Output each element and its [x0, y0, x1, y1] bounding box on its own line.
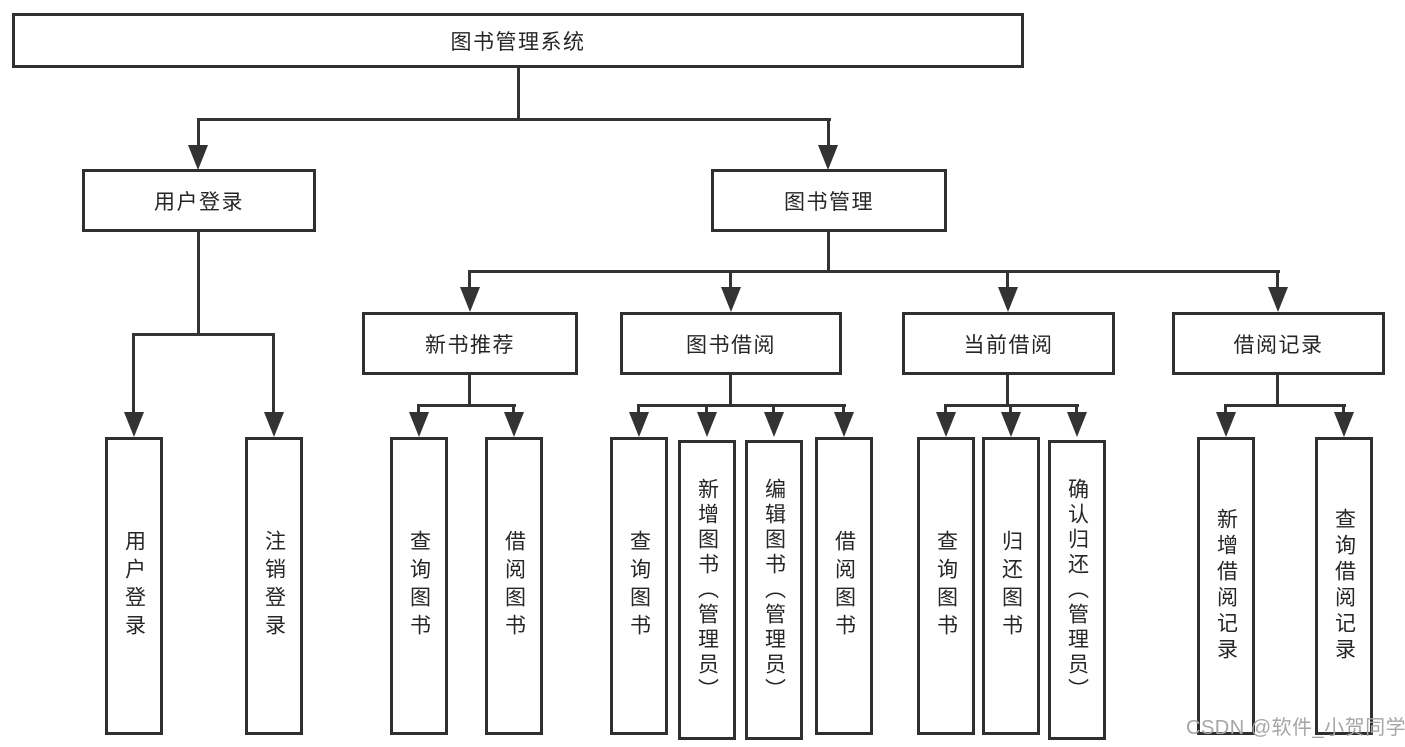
connector-newbook-stem: [468, 375, 471, 407]
node-book-management: 图书管理: [711, 169, 947, 232]
node-label: 新书推荐: [425, 333, 515, 357]
connector-userlogin-stem: [197, 232, 200, 336]
connector-drop: [705, 404, 708, 414]
leaf-borrow-books: 借阅图书: [815, 437, 873, 735]
connector-currentborrow-stem: [1006, 375, 1009, 407]
node-label: 图书管理系统: [450, 30, 586, 54]
leaf-query-borrow-record: 查询借阅记录: [1315, 437, 1373, 735]
node-label: 查询图书: [934, 530, 958, 642]
leaf-user-login: 用户登录: [105, 437, 163, 735]
arrowhead-user-login: [188, 145, 208, 170]
arrowhead: [504, 412, 524, 437]
arrowhead-login-leaf: [124, 412, 144, 437]
arrowhead-logout-leaf: [264, 412, 284, 437]
connector-drop-borrow-records: [1276, 270, 1279, 288]
node-label: 归还图书: [999, 530, 1023, 642]
node-label: 借阅图书: [832, 530, 856, 642]
node-label: 注销登录: [262, 530, 286, 642]
connector-drop-login-leaf: [132, 333, 135, 413]
node-label: 借阅记录: [1233, 333, 1324, 357]
connector-drop: [842, 404, 845, 414]
connector-root-branch: [197, 118, 831, 121]
connector-bookborrow-stem: [729, 375, 732, 407]
leaf-query-books-borrow: 查询图书: [610, 437, 668, 735]
connector-drop: [417, 404, 420, 414]
arrowhead: [764, 412, 784, 437]
arrowhead: [697, 412, 717, 437]
arrowhead-borrow-records: [1268, 287, 1288, 312]
leaf-query-books-current: 查询图书: [917, 437, 975, 735]
connector-bookborrow-branch: [637, 404, 846, 407]
arrowhead: [409, 412, 429, 437]
connector-drop: [637, 404, 640, 414]
node-book-borrow: 图书借阅: [620, 312, 842, 375]
leaf-query-books-recommend: 查询图书: [390, 437, 448, 735]
leaf-return-books: 归还图书: [982, 437, 1040, 735]
connector-drop: [1224, 404, 1227, 414]
connector-drop: [772, 404, 775, 414]
arrowhead: [834, 412, 854, 437]
node-label: 借阅图书: [502, 530, 526, 642]
leaf-add-borrow-record: 新增借阅记录: [1197, 437, 1255, 735]
leaf-add-books-admin: 新增图书（管理员）: [678, 440, 736, 740]
connector-drop-book-mgmt: [827, 118, 830, 146]
connector-drop-new-books: [468, 270, 471, 288]
connector-drop-user-login: [197, 118, 200, 146]
node-label: 当前借阅: [963, 333, 1054, 357]
connector-newbook-branch: [417, 404, 516, 407]
leaf-borrow-books-recommend: 借阅图书: [485, 437, 543, 735]
node-current-borrow: 当前借阅: [902, 312, 1115, 375]
node-library-system: 图书管理系统: [12, 13, 1024, 68]
node-borrow-records: 借阅记录: [1172, 312, 1385, 375]
leaf-logout: 注销登录: [245, 437, 303, 735]
node-label: 新增图书（管理员）: [695, 477, 719, 703]
connector-drop: [512, 404, 515, 414]
arrowhead: [1216, 412, 1236, 437]
node-label: 图书借阅: [686, 333, 776, 357]
connector-drop: [1342, 404, 1345, 414]
leaf-edit-books-admin: 编辑图书（管理员）: [745, 440, 803, 740]
connector-drop: [1009, 404, 1012, 414]
node-label: 用户登录: [122, 530, 146, 642]
node-label: 图书管理: [784, 190, 874, 214]
node-new-book-recommend: 新书推荐: [362, 312, 578, 375]
connector-drop-current-borrow: [1006, 270, 1009, 288]
leaf-confirm-return-admin: 确认归还（管理员）: [1048, 440, 1106, 740]
connector-drop-book-borrow: [729, 270, 732, 288]
connector-drop-logout-leaf: [272, 333, 275, 413]
arrowhead: [1067, 412, 1087, 437]
connector-userlogin-branch: [132, 333, 275, 336]
node-label: 查询借阅记录: [1332, 508, 1356, 664]
connector-borrowrecords-stem: [1276, 375, 1279, 407]
csdn-watermark: CSDN @软件_小贺同学: [1186, 717, 1405, 739]
arrowhead-book-borrow: [721, 287, 741, 312]
arrowhead: [936, 412, 956, 437]
node-label: 新增借阅记录: [1214, 508, 1238, 664]
connector-root-stem: [517, 68, 520, 121]
arrowhead-book-mgmt: [818, 145, 838, 170]
connector-bookmgmt-branch: [468, 270, 1280, 273]
arrowhead: [1001, 412, 1021, 437]
node-user-login: 用户登录: [82, 169, 316, 232]
connector-drop: [944, 404, 947, 414]
node-label: 查询图书: [407, 530, 431, 642]
node-label: 编辑图书（管理员）: [762, 477, 786, 703]
connector-borrowrecords-branch: [1224, 404, 1346, 407]
arrowhead-current-borrow: [998, 287, 1018, 312]
node-label: 用户登录: [154, 190, 244, 214]
arrowhead: [1334, 412, 1354, 437]
arrowhead-new-books: [460, 287, 480, 312]
connector-drop: [1075, 404, 1078, 414]
arrowhead: [629, 412, 649, 437]
connector-bookmgmt-stem: [827, 232, 830, 273]
node-label: 确认归还（管理员）: [1065, 477, 1089, 703]
node-label: 查询图书: [627, 530, 651, 642]
